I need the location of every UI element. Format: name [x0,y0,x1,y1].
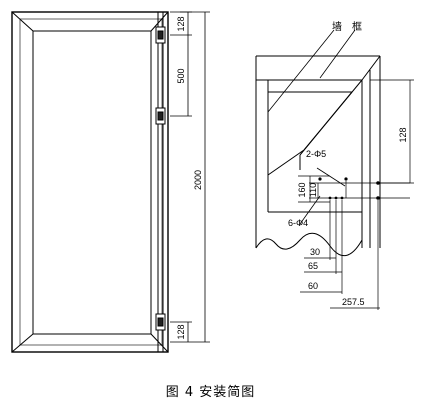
dim-110-label: 110 [308,183,318,197]
label-wall: 墙 [332,20,342,33]
dim-top-label: 128 [176,16,186,31]
dim-160-label: 160 [297,182,307,197]
label-frame: 框 [352,20,362,33]
dim-height-label: 2000 [193,170,203,190]
detail-view [255,55,381,256]
dim-30-label: 30 [310,247,320,257]
door-dimension-lines [170,11,210,343]
dim-60-label: 60 [308,281,318,291]
leader-lines [267,29,356,225]
label-6phi4: 6-Φ4 [288,218,308,228]
hinge-icon [155,107,166,125]
hole-markers [318,177,380,200]
door-front-view [11,11,169,353]
dim-257-5-label: 257.5 [342,297,365,307]
dim-bottom-label: 128 [176,324,186,339]
dim-hinge-spacing-label: 500 [176,68,186,83]
dim-65-label: 65 [308,261,318,271]
figure-caption: 图 4 安装简图 [165,385,256,400]
detail-dimension-lines [298,79,414,310]
label-2phi5: 2-Φ5 [306,149,326,159]
hinge-icon [155,26,166,44]
hinge-icon [155,313,166,331]
dim-128-label: 128 [398,127,408,142]
